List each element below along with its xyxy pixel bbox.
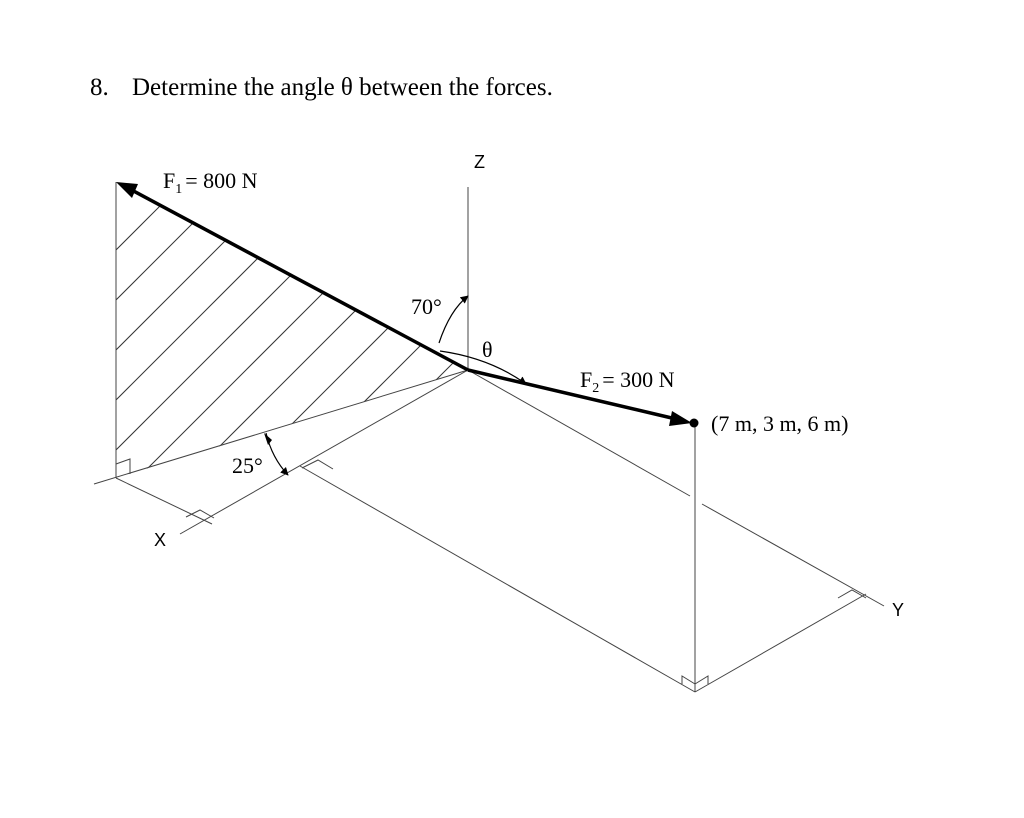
problem-statement: 8. Determine the angle θ between the forc… bbox=[90, 74, 553, 102]
force-f2-vector bbox=[467, 368, 699, 428]
right-angle-corner-right bbox=[694, 675, 709, 685]
problem-number: 8. bbox=[90, 74, 109, 101]
angle-arcs bbox=[264, 295, 527, 476]
f2-label: F2= 300 N bbox=[580, 367, 675, 396]
plane-base-line bbox=[93, 369, 469, 485]
point-dot bbox=[689, 418, 699, 428]
z-axis-label: Z bbox=[474, 152, 485, 172]
y-axis-label: Y bbox=[892, 600, 904, 620]
angle-25-label: 25° bbox=[232, 453, 263, 478]
x-axis-line bbox=[179, 369, 469, 535]
y-axis-line bbox=[467, 369, 691, 497]
problem-text: Determine the angle θ between the forces… bbox=[132, 74, 553, 101]
right-angle-markers bbox=[115, 458, 867, 685]
y-axis-line-2 bbox=[701, 503, 885, 607]
f1-label: F1= 800 N bbox=[163, 168, 258, 197]
arc-70 bbox=[438, 295, 469, 344]
projection-line-3 bbox=[694, 593, 867, 693]
right-angle-corner-left bbox=[681, 675, 696, 685]
construction-lines bbox=[93, 182, 885, 693]
point-coordinates-label: (7 m, 3 m, 6 m) bbox=[711, 411, 849, 436]
projection-line-2 bbox=[299, 465, 696, 693]
right-angle-plane-base bbox=[115, 458, 131, 474]
f1-arrowhead bbox=[116, 182, 138, 198]
arc-theta bbox=[439, 350, 527, 385]
projection-line-1 bbox=[115, 477, 213, 525]
x-axis-label: X bbox=[154, 530, 166, 550]
angle-theta-label: θ bbox=[482, 337, 493, 362]
force-f1-vector bbox=[116, 182, 469, 372]
right-angle-x bbox=[185, 509, 215, 519]
f2-arrowhead bbox=[669, 411, 692, 426]
right-angle-x-proj bbox=[301, 459, 334, 470]
right-angle-y bbox=[837, 589, 867, 599]
angle-70-label: 70° bbox=[411, 294, 442, 319]
